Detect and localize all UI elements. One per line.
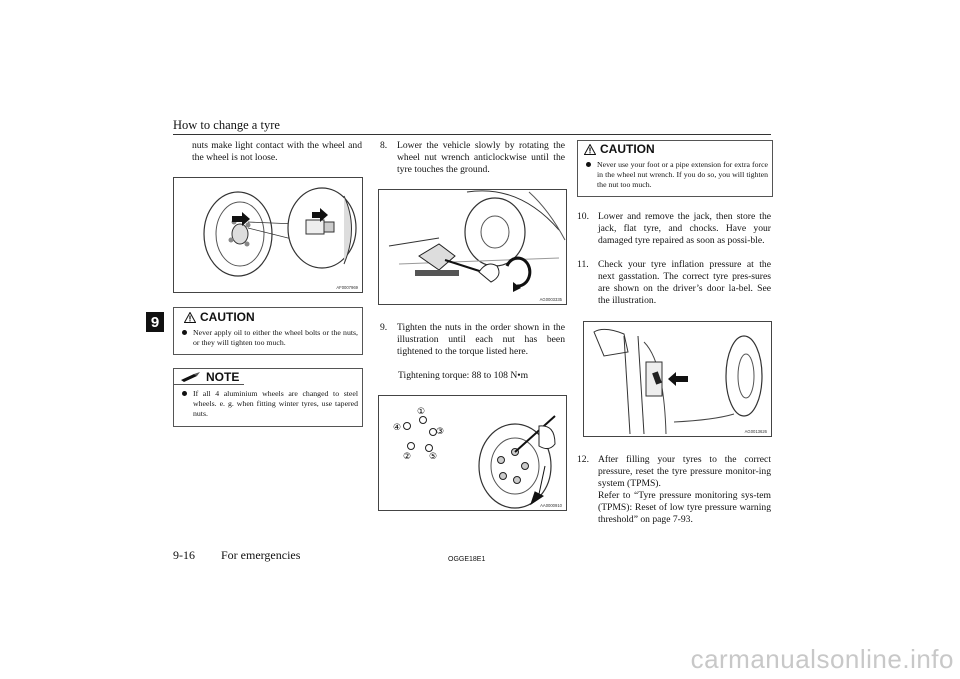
caution-item-text: Never apply oil to either the wheel bolt… [193,328,358,347]
figure-code: AA0000910 [540,503,562,508]
order-label-2: ② [403,452,411,462]
step-9: 9. Tighten the nuts in the order shown i… [380,322,565,358]
torque-spec: Tightening torque: 88 to 108 N•m [398,370,529,381]
jack-illustration [388,190,566,292]
note-title: NOTE [206,370,240,384]
figure-wheel-nuts: AF0007969 [173,177,363,293]
caution-header: CAUTION [174,308,362,324]
doc-code: OGGE18E1 [448,556,486,563]
step-11: 11. Check your tyre inflation pressure a… [577,259,771,307]
figure-code: AG0003335 [539,297,562,302]
step-number: 12. [577,454,589,465]
figure-code: AF0007969 [336,285,358,290]
caution-item: Never use your foot or a pipe extension … [586,160,768,190]
bullet-icon [182,330,187,335]
header-rule [173,134,771,135]
note-pencil-icon [181,372,200,382]
order-label-3: ③ [436,427,444,437]
section-name: For emergencies [221,548,301,562]
step-number: 8. [380,140,388,151]
step-number: 11. [577,259,589,270]
bullet-icon [182,391,187,396]
figure-door-label: AG0013626 [583,321,772,437]
note-header: NOTE [174,369,244,385]
step-text: Check your tyre inflation pressure at th… [598,259,771,306]
watermark: carmanualsonline.info [690,644,954,674]
wheel-nut-illustration [203,187,357,277]
step-text: After filling your tyres to the correct … [598,454,771,489]
caution-item-text: Never use your foot or a pipe extension … [597,160,768,189]
step-8: 8. Lower the vehicle slowly by rotating … [380,140,565,176]
figure-tightening-order: ① ② ③ ④ ⑤ AA0000910 [378,395,567,511]
figure-code: AG0013626 [744,429,767,434]
bullet-icon [586,162,591,167]
intro-text: nuts make light contact with the wheel a… [192,140,362,163]
caution-item: Never apply oil to either the wheel bolt… [182,328,358,348]
caution-title: CAUTION [600,142,655,156]
step-text: Lower the vehicle slowly by rotating the… [397,140,565,175]
page-header-title: How to change a tyre [173,118,280,132]
caution-box-left: CAUTION Never apply oil to either the wh… [173,307,363,355]
step-text: Lower and remove the jack, then store th… [598,211,771,246]
caution-header: CAUTION [578,141,772,156]
step-number: 9. [380,322,388,333]
step-10: 10. Lower and remove the jack, then stor… [577,211,771,247]
door-label-illustration [593,328,763,435]
step-12: 12. After filling your tyres to the corr… [577,454,771,526]
chapter-tab: 9 [146,312,164,332]
caution-title: CAUTION [200,310,255,324]
warning-triangle-icon [584,143,596,155]
order-label-4: ④ [393,423,401,433]
order-label-5: ⑤ [429,452,437,462]
warning-triangle-icon [184,311,196,323]
page-number: 9-16 [173,548,195,562]
step-text-reference: Refer to “Tyre pressure monitoring sys-t… [598,490,771,525]
note-item-text: If all 4 aluminium wheels are changed to… [193,389,358,418]
step-number: 10. [577,211,589,222]
caution-box-right: CAUTION Never use your foot or a pipe ex… [577,140,773,197]
nut-order-illustration: ① ② ③ ④ ⑤ [393,407,556,509]
order-label-1: ① [417,407,425,417]
note-box: NOTE If all 4 aluminium wheels are chang… [173,368,363,427]
step-text: Tighten the nuts in the order shown in t… [397,322,565,357]
note-item: If all 4 aluminium wheels are changed to… [182,389,358,419]
figure-lower-vehicle: AG0003335 [378,189,567,305]
